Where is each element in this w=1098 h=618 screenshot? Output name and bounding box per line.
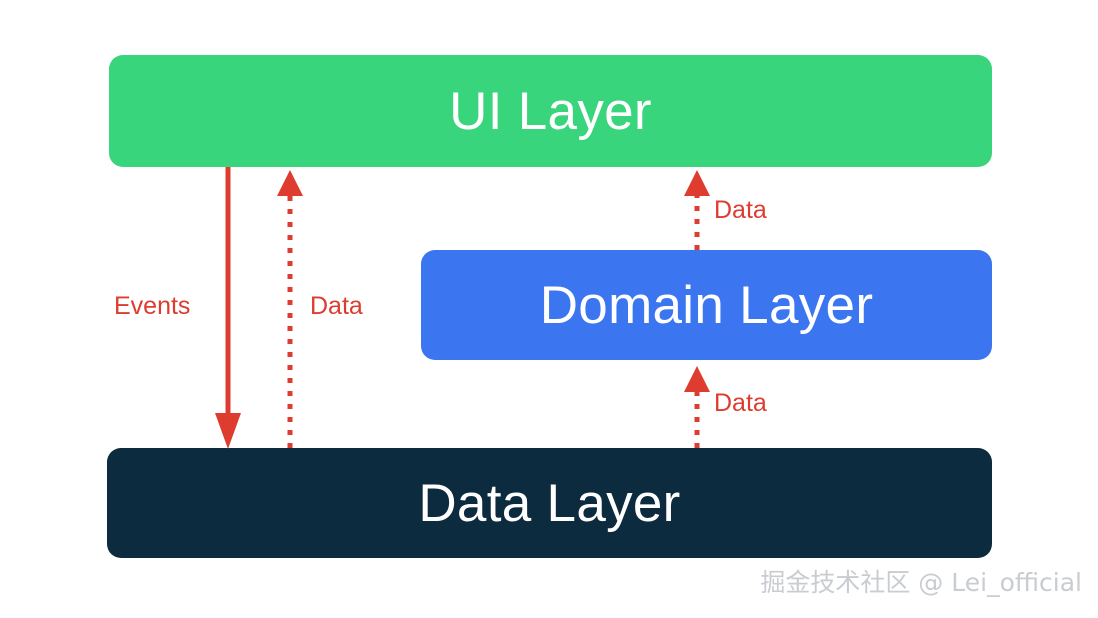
arrow-label-data-data-to-ui: Data	[310, 292, 363, 320]
arrow-data-domain-to-ui	[684, 170, 710, 250]
arrow-events-ui-to-data	[215, 167, 241, 449]
arrow-data-lower-right-head	[684, 366, 710, 392]
arrow-label-data-data-to-domain: Data	[714, 389, 767, 417]
arrow-label-data-domain-to-ui: Data	[714, 196, 767, 224]
arrow-data-data-to-ui	[277, 170, 303, 448]
arrow-data-upper-right-head	[684, 170, 710, 196]
watermark: 掘金技术社区 @ Lei_official	[760, 568, 1082, 597]
arrow-data-data-to-domain	[684, 366, 710, 448]
arrow-data-left-head	[277, 170, 303, 196]
data-layer-box: Data Layer	[107, 448, 992, 558]
arrow-label-events: Events	[114, 292, 191, 320]
domain-layer-box: Domain Layer	[421, 250, 992, 360]
ui-layer-box: UI Layer	[109, 55, 992, 167]
ui-layer-label: UI Layer	[449, 81, 652, 141]
arrow-events-head	[215, 413, 241, 449]
domain-layer-label: Domain Layer	[539, 275, 874, 335]
data-layer-label: Data Layer	[418, 473, 681, 533]
